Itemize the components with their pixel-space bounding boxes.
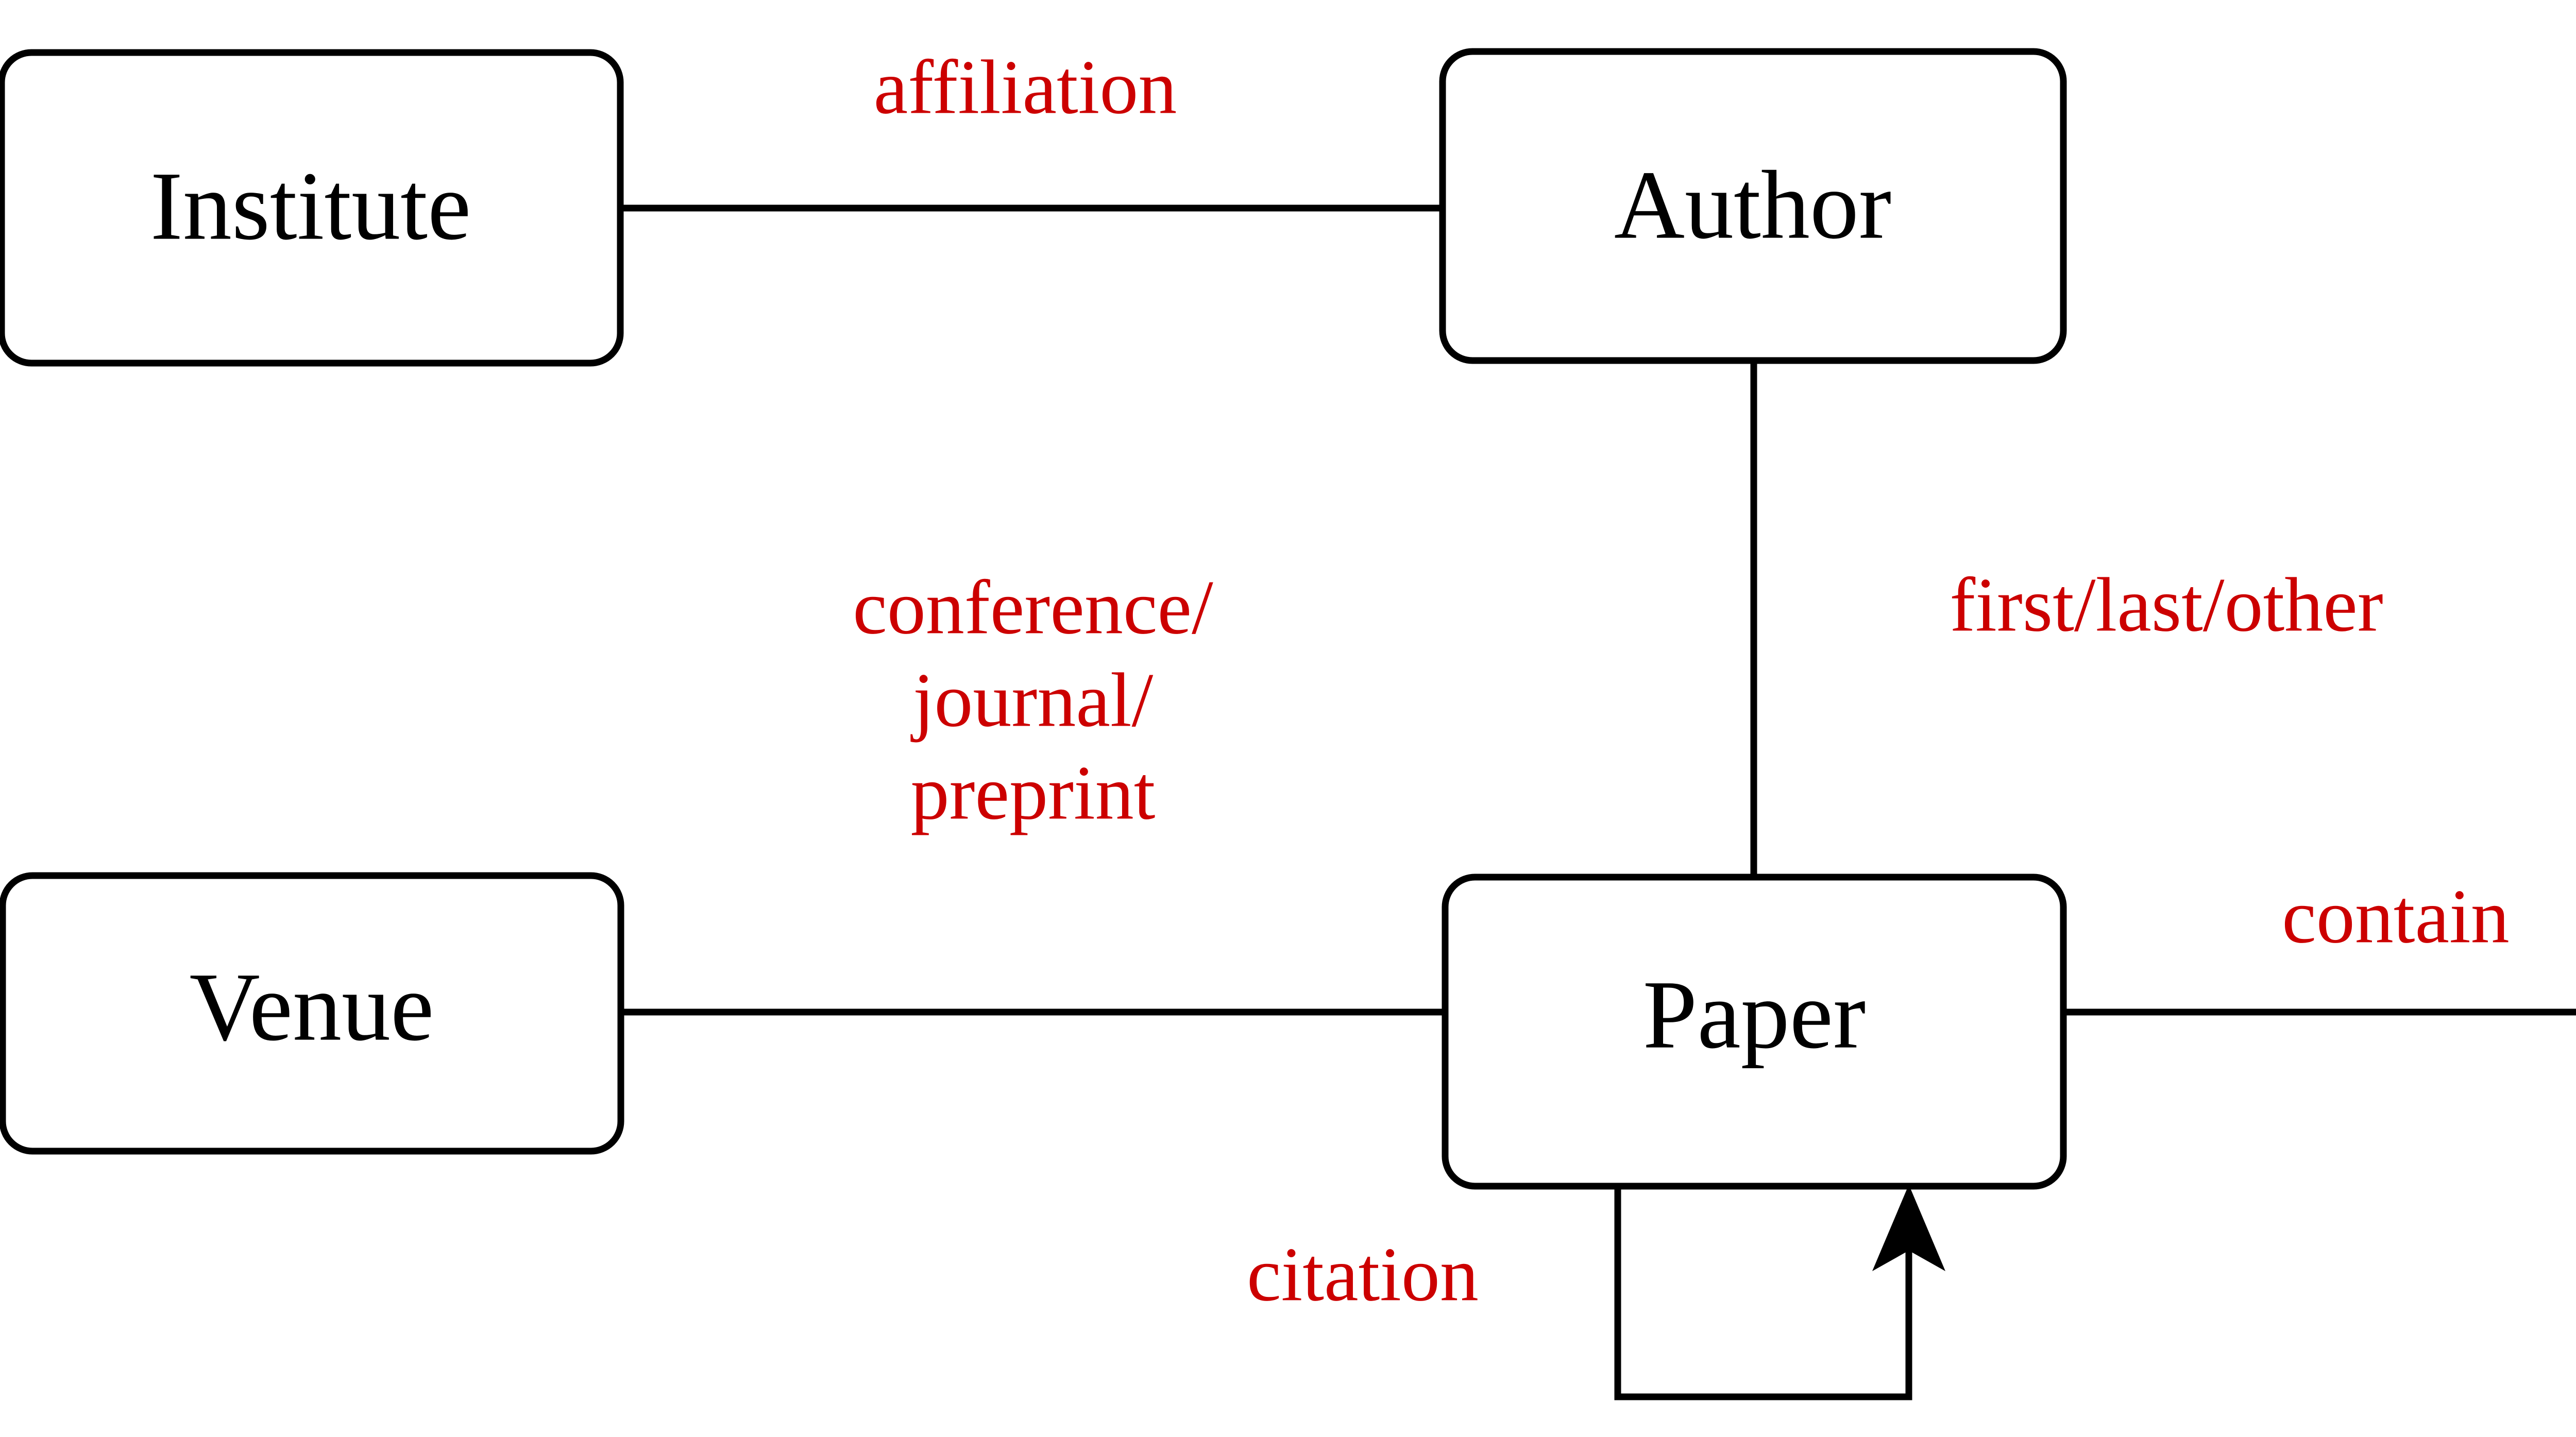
- node-author-label: Author: [1614, 151, 1891, 260]
- node-venue-box[interactable]: [0, 872, 624, 1155]
- edge-label-conference-line: conference/: [853, 564, 1213, 650]
- edge-paper-citation-loop: [1614, 1186, 1912, 1400]
- node-institute-label: Institute: [150, 152, 471, 261]
- node-author-box[interactable]: [1439, 48, 2067, 364]
- node-author[interactable]: Author: [1439, 48, 2067, 364]
- edge-label-citation: citation: [1247, 1231, 1479, 1317]
- edge-label-preprint-line: preprint: [911, 750, 1156, 835]
- node-paper[interactable]: Paper: [1442, 874, 2067, 1190]
- edge-label-venue-paper: conference/ journal/ preprint: [853, 564, 1213, 835]
- node-paper-box[interactable]: [1442, 874, 2067, 1190]
- edge-label-contain: contain: [2282, 874, 2510, 959]
- node-institute-box[interactable]: [0, 49, 624, 367]
- node-venue[interactable]: Venue: [0, 872, 624, 1155]
- node-venue-label: Venue: [190, 953, 434, 1062]
- edge-label-first-last-other: first/last/other: [1950, 562, 2383, 647]
- arrow-head-citation: [1872, 1185, 1945, 1271]
- node-institute[interactable]: Institute: [0, 49, 624, 367]
- edge-label-affiliation: affiliation: [874, 44, 1177, 130]
- edge-label-journal-line: journal/: [910, 657, 1154, 743]
- node-paper-label: Paper: [1643, 961, 1866, 1069]
